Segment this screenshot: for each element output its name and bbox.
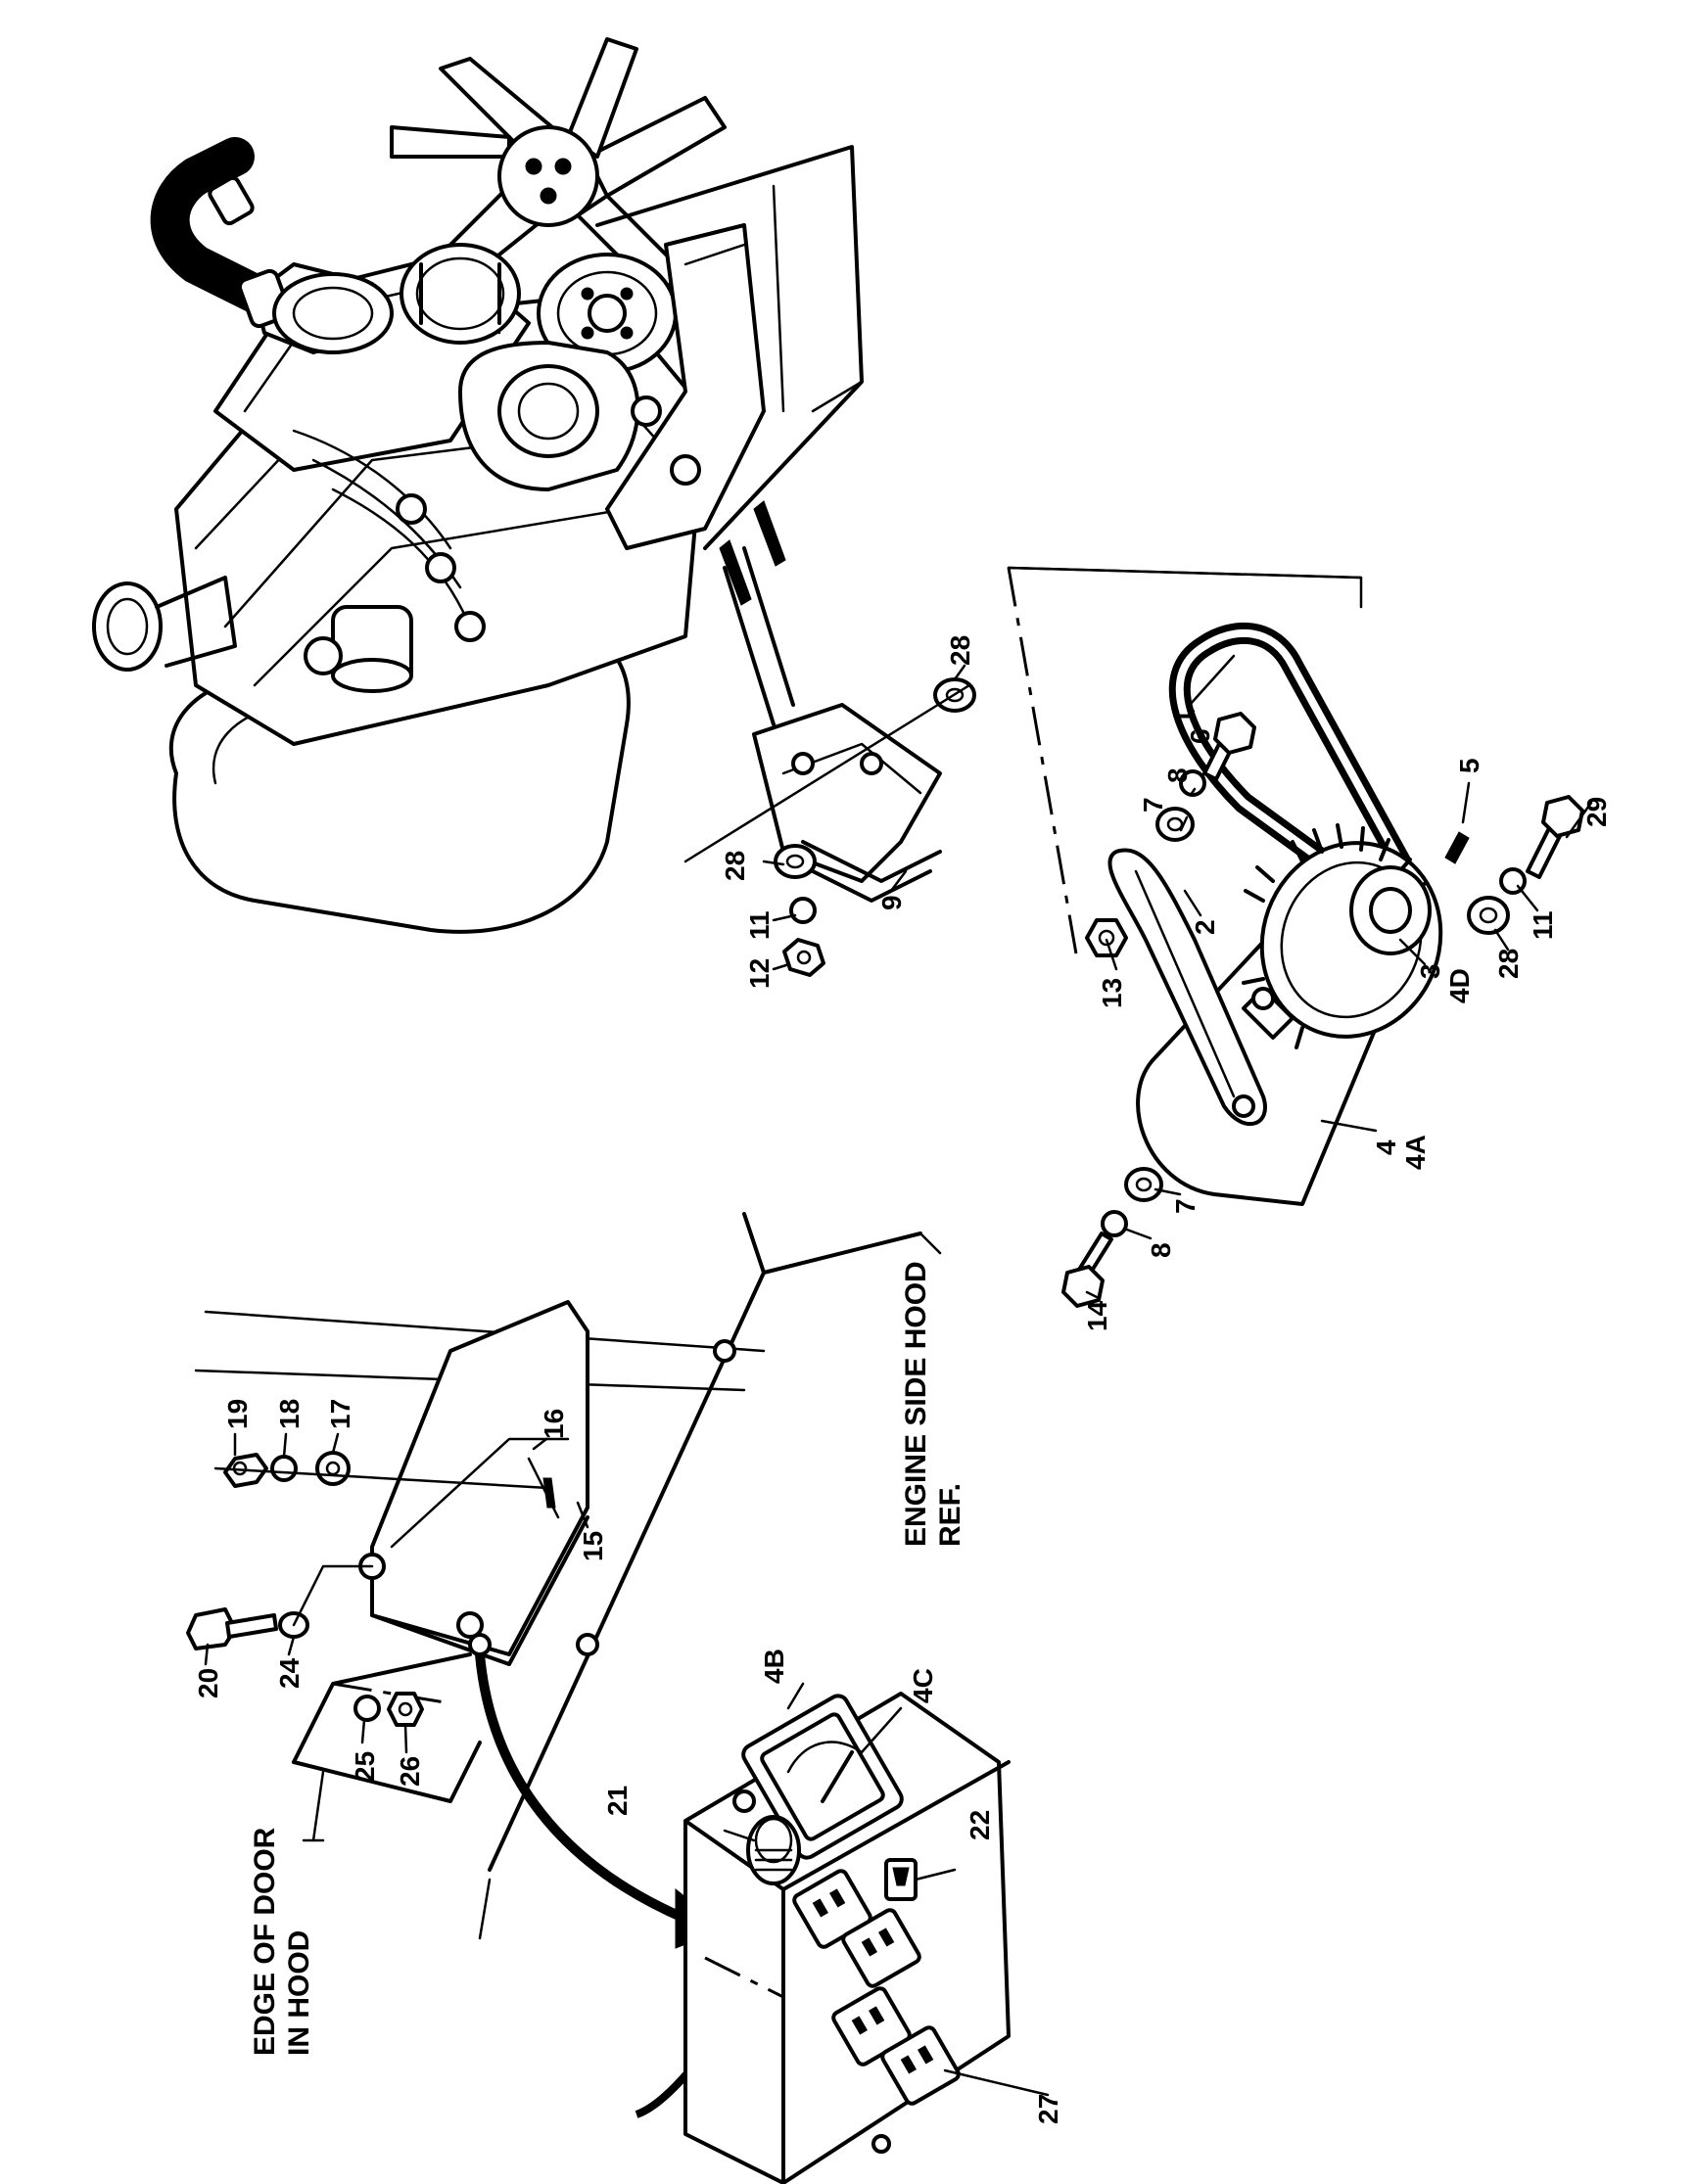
lockwasher-18 [270,1455,298,1482]
switch-22 [884,1858,918,1901]
alternator-body [1136,823,1443,1206]
callout-3: 3 [1415,963,1445,979]
note-engine-side-hood: ENGINE SIDE HOOD [900,1261,932,1547]
callout-2: 2 [1190,919,1220,935]
callout-26: 26 [395,1756,425,1787]
callout-28-left: 28 [720,851,750,881]
lockwasher-8-top [1179,769,1206,797]
mounting-bracket-isolator [719,500,942,903]
callout-27: 27 [1033,2094,1063,2124]
note-engine-side-hood-ref: REF. [934,1483,966,1547]
bracket-hardware [683,677,976,977]
callout-18: 18 [274,1399,305,1429]
regulator-bracket-15 [358,1300,589,1666]
woodruff-key-5 [1444,831,1470,864]
washer-7-bottom [1124,1167,1163,1202]
callout-1: 1 [1170,709,1201,724]
nut-26 [387,1692,424,1727]
oil-filler-cap [92,576,237,672]
lockwasher-8-bottom [1101,1210,1128,1237]
callout-13: 13 [1097,978,1127,1008]
engine-side-hood [194,1212,922,1940]
radiator-hose [150,137,292,329]
starter-motor [304,605,413,693]
hood-hardware [186,1451,560,1842]
circuit-breaker-21 [746,1815,801,1885]
leader-lines [204,654,1593,2097]
callout-4: 4 [1371,1139,1401,1155]
washer-28-right [1467,896,1510,935]
callout-25: 25 [350,1751,380,1782]
callout-11-right: 11 [1528,910,1558,940]
control-box-4B [683,1692,1011,2184]
callout-19: 19 [222,1399,253,1429]
bolt-14 [1061,1231,1113,1308]
callout-16: 16 [539,1409,569,1439]
alternator-assembly [1007,566,1584,1308]
bolt-6 [1202,712,1256,781]
lock-washer-11 [789,897,817,924]
reference-notes: ENGINE SIDE HOOD REF. EDGE OF DOOR IN HO… [249,1261,966,2056]
nut-13 [1085,918,1128,957]
receptacle-27-d [880,2025,961,2106]
callout-4B: 4B [759,1649,789,1684]
callout-7-bottom: 7 [1170,1198,1201,1214]
callout-28-right: 28 [1493,949,1524,979]
receptacle-27-b [841,1908,921,1988]
callout-21: 21 [602,1786,633,1816]
callout-12: 12 [744,958,775,989]
callout-4D: 4D [1444,968,1475,1003]
callout-4A: 4A [1400,1135,1431,1170]
callout-22: 22 [965,1810,995,1840]
callout-9: 9 [876,895,907,910]
washer-17 [315,1451,351,1486]
callout-17: 17 [325,1399,355,1429]
callout-29: 29 [1581,797,1612,827]
engine-mounting-bracket [605,223,766,550]
callout-4C: 4C [908,1668,938,1703]
callout-8-bottom: 8 [1146,1242,1176,1258]
callout-labels: 1 2 3 4D 5 6 7 8 7 8 9 11 12 28 28 28 11… [193,635,1612,2124]
washer-25 [353,1695,381,1722]
callout-15: 15 [578,1531,608,1561]
callout-6: 6 [1185,728,1215,744]
gear-cover [458,341,640,491]
fan-pulley [400,243,521,345]
engine-assembly [92,37,864,934]
callout-11: 11 [744,910,775,940]
washer-28-left [774,844,817,879]
note-in-hood: IN HOOD [283,1930,315,2056]
callout-24: 24 [274,1657,305,1689]
nut-12 [782,938,825,977]
callout-5: 5 [1454,758,1484,773]
washer-7-top [1155,807,1195,842]
callout-20: 20 [193,1668,223,1698]
bolt-20 [186,1607,278,1650]
callout-8-top: 8 [1162,767,1193,783]
bolt-29 [1526,795,1584,879]
note-edge-of-door: EDGE OF DOOR [249,1827,281,2056]
adjusting-arm [1107,848,1267,1127]
callout-14: 14 [1082,1300,1112,1331]
callout-28-top: 28 [945,635,975,666]
callout-7-top: 7 [1138,797,1168,813]
